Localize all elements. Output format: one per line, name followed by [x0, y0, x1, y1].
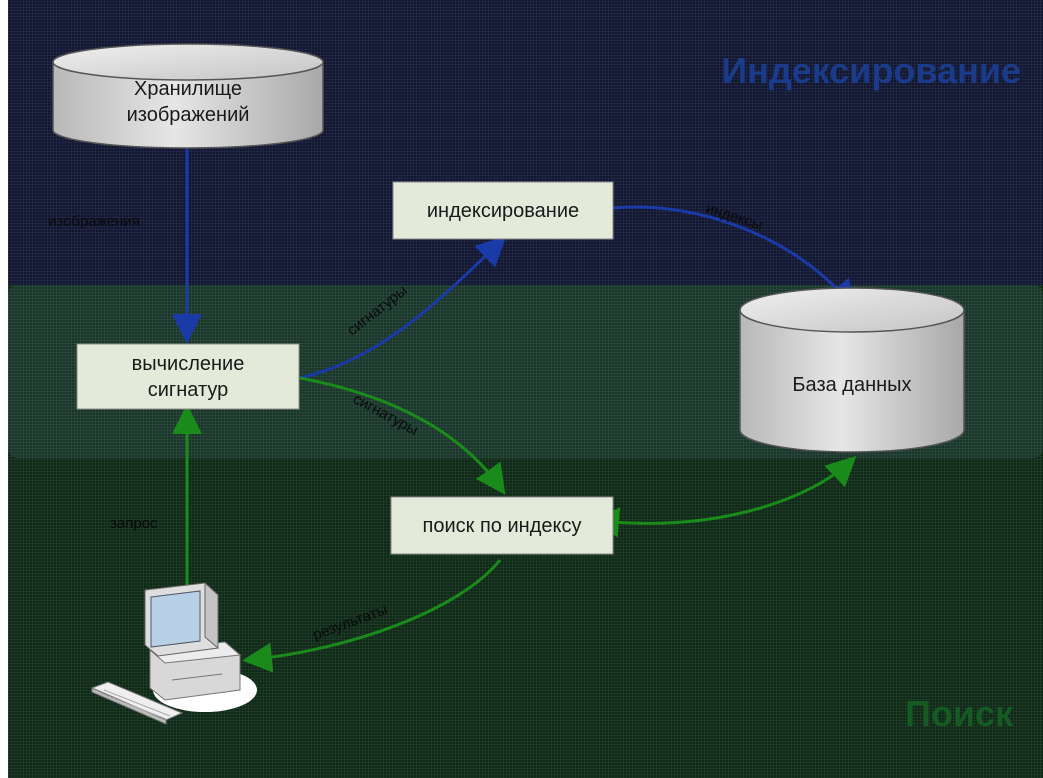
search-region-title: Поиск: [904, 693, 1013, 734]
edge-label-results: результаты: [311, 601, 390, 644]
node-database: База данных: [739, 287, 965, 453]
indexing-label: индексирование: [427, 200, 579, 222]
image-store-label-line-1: Хранилище: [134, 78, 242, 100]
edge-results: результаты: [242, 559, 502, 673]
edge-images: изображения: [48, 148, 202, 344]
keyboard-icon: [90, 681, 184, 725]
edge-query: запрос: [110, 404, 202, 610]
edge-signatures-up: сигнатуры: [299, 235, 507, 380]
edge-signatures-down: сигнатуры: [299, 376, 506, 495]
edge-label-query: запрос: [110, 515, 158, 532]
node-index-search: поиск по индексу: [390, 496, 614, 555]
edge-label-images: изображения: [48, 213, 140, 230]
node-signature-calc: вычисление сигнатур: [76, 343, 300, 410]
edge-label-indexes: индексы: [704, 200, 765, 234]
edge-database-search: [589, 455, 857, 538]
node-image-store: Хранилище изображений: [52, 43, 324, 149]
signature-calc-label-line-1: вычисление: [132, 353, 245, 375]
node-indexing: индексирование: [392, 181, 614, 240]
indexing-region-title: Индексирование: [721, 50, 1021, 91]
database-label: База данных: [792, 374, 911, 396]
image-store-label-line-2: изображений: [127, 104, 250, 126]
computer-icon: [144, 581, 257, 712]
index-search-label: поиск по индексу: [423, 515, 582, 537]
signature-calc-label-line-2: сигнатур: [148, 379, 228, 401]
